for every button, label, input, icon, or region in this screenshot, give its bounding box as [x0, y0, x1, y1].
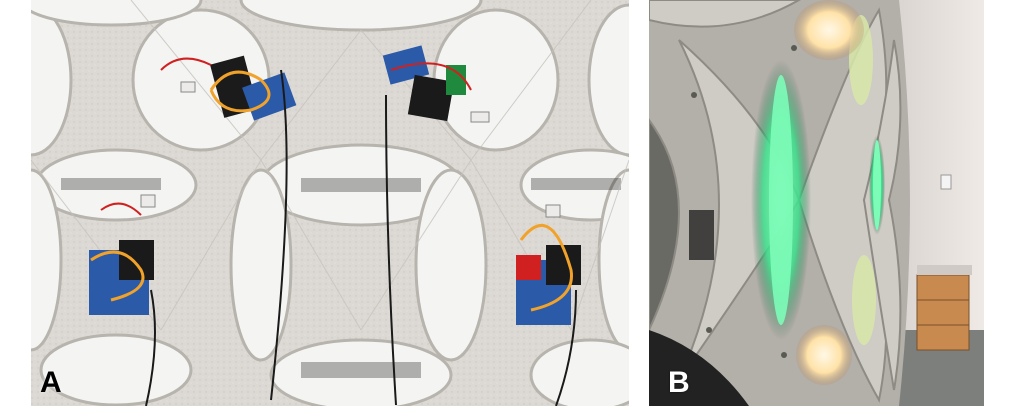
electronics-module-4 [516, 204, 581, 406]
felt-wall-photo-a [31, 0, 629, 406]
photo-panel-a: A [31, 0, 629, 406]
electronics-module-3 [89, 194, 156, 406]
warm-lamp-bottom [796, 325, 852, 385]
felt-wall-photo-b [649, 0, 984, 406]
felt-tiles [31, 0, 629, 406]
warm-lamp-top [794, 0, 864, 60]
electronics-module-1 [160, 55, 297, 401]
electronics-module-2 [382, 45, 490, 406]
panel-label-b: B [668, 366, 690, 399]
green-light-tube [751, 60, 811, 340]
drawer-cabinet [916, 265, 972, 351]
green-light-tube-small [869, 135, 885, 235]
photo-panel-b: B [649, 0, 984, 406]
panel-label-a: A [40, 366, 62, 399]
